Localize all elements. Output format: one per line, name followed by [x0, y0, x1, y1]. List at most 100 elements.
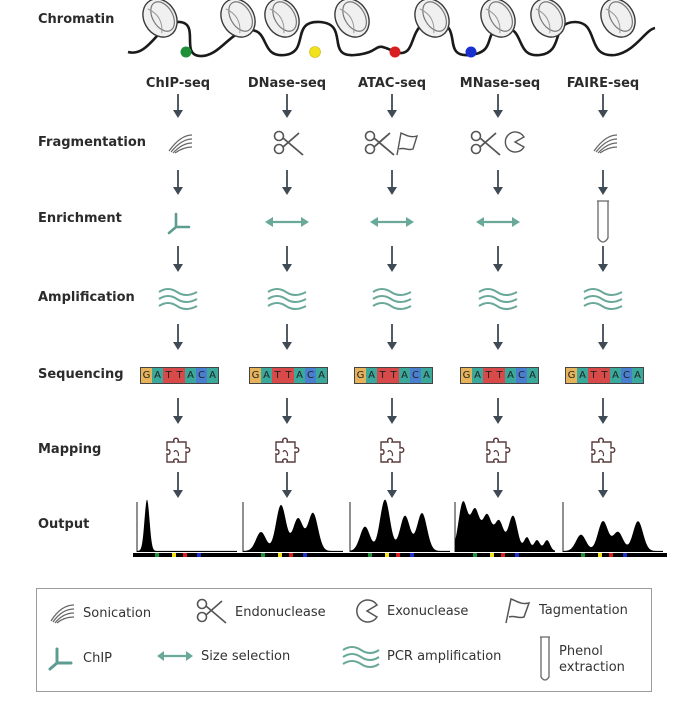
sequence-base: G: [250, 368, 261, 383]
sequence-base: A: [152, 368, 163, 383]
method-label-faire-seq: FAIRE-seq: [566, 76, 640, 91]
arrow-col1-row2: [282, 246, 292, 272]
method-label-atac-seq: ATAC-seq: [357, 76, 427, 91]
arrow-col2-row1: [387, 170, 397, 195]
size-selection-icon: [157, 651, 193, 661]
amplification-icon-3: [478, 288, 518, 310]
output-marker-1: [385, 553, 389, 557]
sequence-base: G: [461, 368, 472, 383]
output-marker-3: [410, 553, 414, 557]
row-label-enrichment: Enrichment: [38, 211, 122, 226]
output-plot-2: [346, 499, 454, 557]
output-plot-1: [239, 502, 347, 557]
output-marker-2: [183, 553, 187, 557]
nucleosome-6: [530, 0, 566, 38]
legend-label-exonuclease: Exonuclease: [387, 603, 469, 619]
arrow-col0-row4: [173, 398, 183, 424]
sequence-base: A: [399, 368, 410, 383]
output-marker-2: [501, 553, 505, 557]
output-marker-1: [490, 553, 494, 557]
mapping-icon-4: [591, 437, 616, 463]
output-signal-3: [455, 501, 555, 552]
sequence-base: T: [283, 368, 294, 383]
amplification-icon-0: [158, 288, 198, 310]
arrow-col2-row2: [387, 246, 397, 272]
output-marker-0: [473, 553, 477, 557]
marker-dot-blue: [465, 46, 477, 58]
output-marker-0: [581, 553, 585, 557]
output-signal-1: [243, 504, 343, 552]
row-label-sequencing: Sequencing: [38, 367, 124, 382]
legend-item-pcr-amplification: PCR amplification: [341, 643, 501, 669]
chip-icon: [48, 647, 73, 671]
sequence-base: C: [196, 368, 207, 383]
arrow-col3-row3: [493, 324, 503, 350]
sequence-base: T: [494, 368, 505, 383]
arrow-col4-row4: [598, 398, 608, 424]
sequence-base: T: [588, 368, 599, 383]
sequence-base: A: [366, 368, 377, 383]
nucleosome-4: [414, 0, 450, 38]
phenol-tube-icon: [540, 636, 550, 681]
arrow-col0-row0: [173, 94, 183, 118]
marker-dot-green: [180, 46, 192, 58]
sequence-base: G: [355, 368, 366, 383]
sequence-base: C: [305, 368, 316, 383]
chromatin-fiber: [127, 0, 656, 58]
sequence-base: T: [174, 368, 185, 383]
fragment-icon-mnase-seq-scissors: [470, 130, 501, 156]
output-marker-0: [155, 553, 159, 557]
row-label-amplification: Amplification: [38, 290, 135, 305]
enrich-icon-mnase-seq: [476, 217, 520, 227]
tagmentation-icon: [505, 598, 531, 624]
sequence-base: A: [421, 368, 432, 383]
arrow-col2-row4: [387, 398, 397, 424]
arrow-col1-row3: [282, 324, 292, 350]
sequence-base: T: [163, 368, 174, 383]
sequence-base: A: [207, 368, 218, 383]
output-plot-3: [451, 501, 559, 557]
output-marker-2: [289, 553, 293, 557]
arrow-col4-row5: [598, 472, 608, 498]
arrow-col4-row1: [598, 170, 608, 195]
arrow-col1-row0: [282, 94, 292, 118]
mapping-icon-1: [275, 437, 300, 463]
legend-item-size-selection: Size selection: [155, 647, 290, 665]
sequence-base: A: [632, 368, 643, 383]
output-marker-3: [623, 553, 627, 557]
row-label-mapping: Mapping: [38, 442, 102, 457]
output-marker-1: [598, 553, 602, 557]
output-marker-3: [515, 553, 519, 557]
row-label-chromatin: Chromatin: [38, 12, 115, 27]
workflow-grid: [133, 94, 667, 557]
sequence-base: C: [410, 368, 421, 383]
mapping-icon-2: [380, 437, 405, 463]
nucleosome-0: [142, 0, 178, 38]
enrich-icon-atac-seq: [370, 217, 414, 227]
arrow-col2-row5: [387, 472, 397, 498]
legend-label-endonuclease: Endonuclease: [235, 604, 326, 620]
legend-item-endonuclease: Endonuclease: [195, 597, 326, 627]
sequence-base: A: [261, 368, 272, 383]
marker-dot-red: [389, 46, 401, 58]
arrow-col4-row3: [598, 324, 608, 350]
sequence-base: A: [610, 368, 621, 383]
legend-label-phenol-line2: extraction: [559, 660, 625, 675]
mapping-icon-0: [166, 437, 191, 463]
output-plot-4: [559, 502, 667, 557]
arrow-col0-row2: [173, 246, 183, 272]
nucleosome-1: [220, 0, 256, 38]
nucleosome-3: [334, 0, 370, 38]
output-marker-1: [278, 553, 282, 557]
sequence-base: A: [527, 368, 538, 383]
enrich-icon-dnase-seq: [265, 217, 309, 227]
sequence-base: A: [185, 368, 196, 383]
legend: Sonication Endonuclease Exonuclease Tagm…: [36, 588, 652, 692]
arrow-col2-row0: [387, 94, 397, 118]
legend-item-exonuclease: Exonuclease: [353, 597, 468, 625]
legend-item-chip: ChIP: [47, 645, 112, 671]
